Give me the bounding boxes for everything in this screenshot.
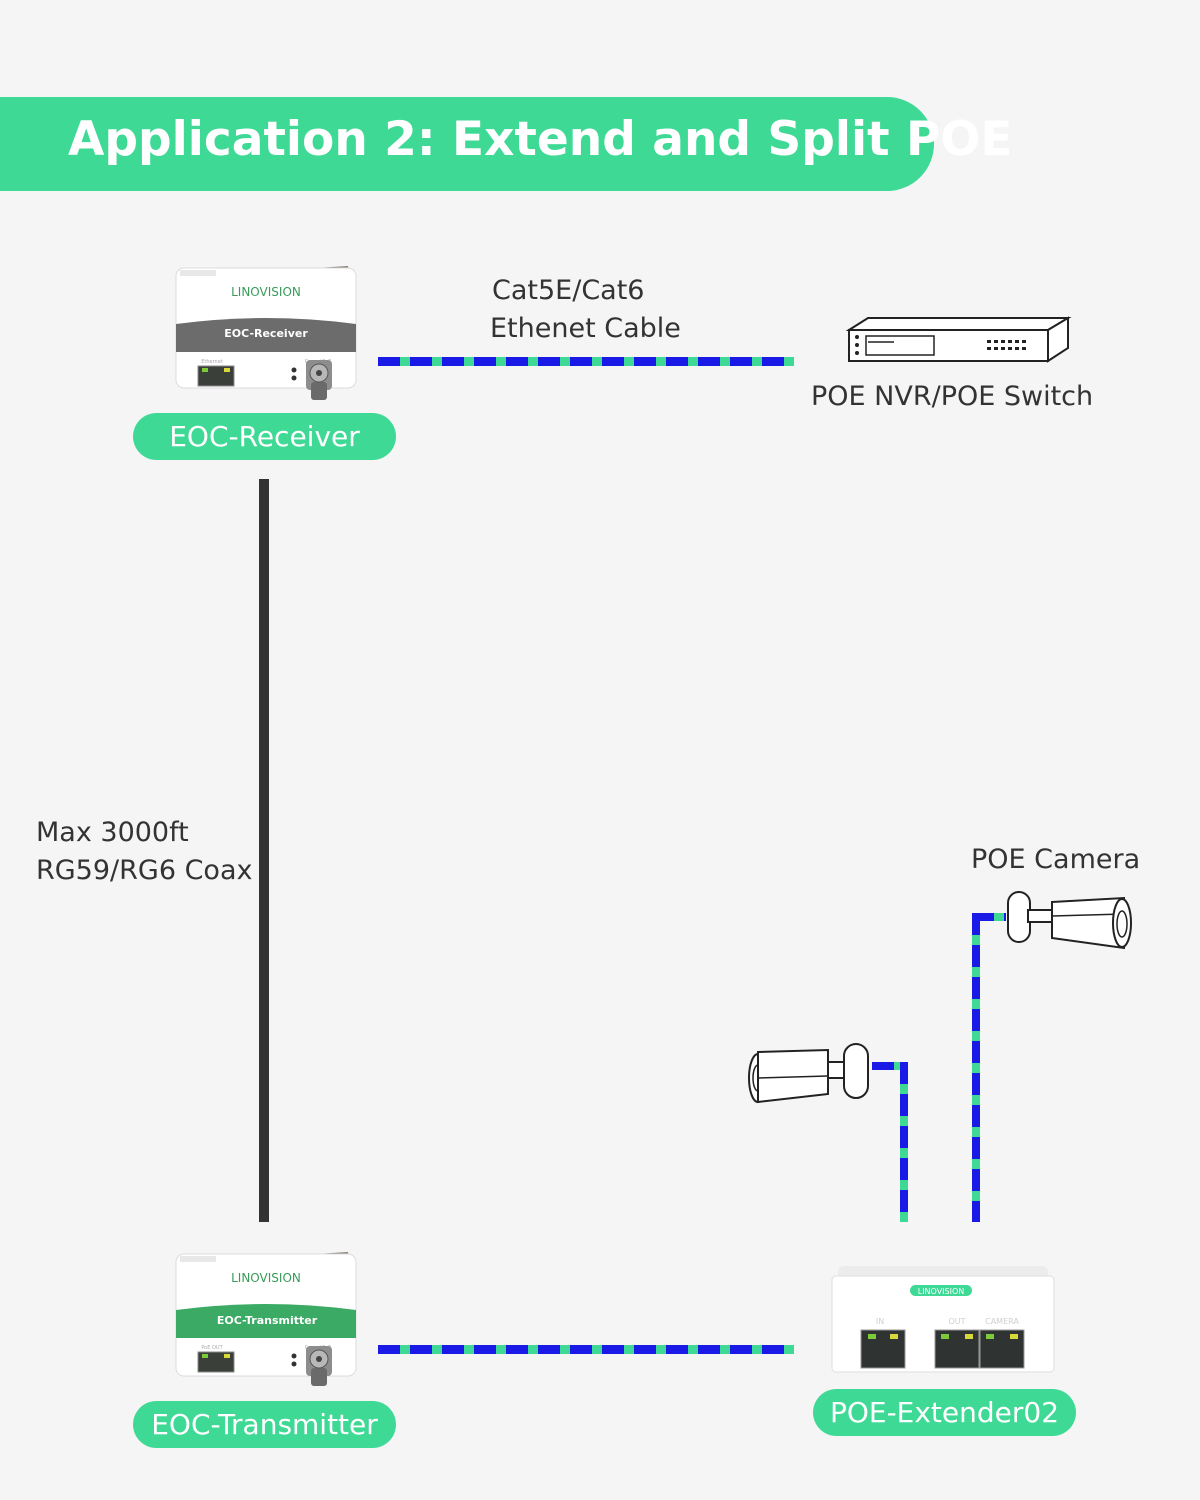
coax-caption-line2: RG59/RG6 Coax [36, 855, 253, 886]
eoc-transmitter-label: EOC-Transmitter [133, 1401, 396, 1448]
ethernet-cable-camera-left-v [900, 1062, 908, 1222]
ethernet-cable-camera-right-v [972, 913, 980, 1222]
coax-cable [259, 479, 269, 1222]
page-title: Application 2: Extend and Split POE [68, 112, 1013, 167]
ethernet-cable-top [378, 357, 794, 366]
poe-switch-label: POE NVR/POE Switch [811, 381, 1094, 412]
svg-text:Ethernet: Ethernet [201, 359, 223, 365]
svg-text:LINOVISION: LINOVISION [918, 1287, 965, 1296]
ethernet-caption-line2: Ethenet Cable [490, 313, 681, 344]
svg-text:LINOVISION: LINOVISION [231, 1271, 301, 1285]
camera-icon-left [748, 1043, 869, 1104]
ethernet-cable-camera-right-h [972, 913, 1006, 921]
svg-text:CAMERA: CAMERA [985, 1317, 1019, 1326]
poe-switch-icon [845, 316, 1072, 363]
svg-text:EOC-Receiver: EOC-Receiver [224, 327, 308, 340]
eoc-receiver-device: LINOVISION EOC-Receiver Ethernet Coax / … [175, 266, 357, 400]
ethernet-cable-bottom [378, 1345, 794, 1354]
svg-text:PoE OUT: PoE OUT [201, 1345, 223, 1351]
poe-extender-device: LINOVISION IN OUT CAMERA [831, 1266, 1055, 1373]
coax-cable-caption: Max 3000ft RG59/RG6 Coax [36, 814, 252, 890]
coax-caption-line1: Max 3000ft [36, 817, 189, 848]
svg-text:LINOVISION: LINOVISION [231, 285, 301, 299]
eoc-transmitter-device: LINOVISION EOC-Transmitter PoE OUT Coax … [175, 1252, 357, 1386]
camera-icon-right [1007, 891, 1132, 950]
ethernet-caption-line1: Cat5E/Cat6 [492, 275, 645, 306]
ethernet-cable-caption: Cat5E/Cat6 Ethenet Cable [490, 272, 681, 348]
eoc-receiver-label: EOC-Receiver [133, 413, 396, 460]
svg-text:EOC-Transmitter: EOC-Transmitter [217, 1314, 318, 1327]
poe-extender-label: POE-Extender02 [813, 1389, 1076, 1436]
svg-text:IN: IN [876, 1317, 884, 1326]
ethernet-cable-camera-left-h [872, 1062, 908, 1070]
title-banner [0, 97, 934, 191]
poe-camera-label: POE Camera [971, 844, 1141, 875]
svg-text:OUT: OUT [948, 1317, 965, 1326]
